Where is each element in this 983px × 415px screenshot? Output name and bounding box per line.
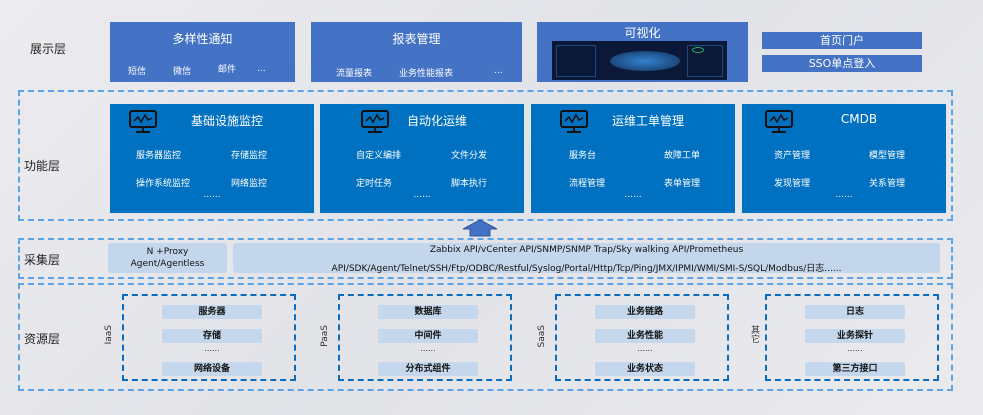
api-box: Zabbix API/vCenter API/SNMP/SNMP Trap/Sk… <box>233 243 940 274</box>
function-card: 基础设施监控 服务器监控 存储监控 操作系统监控 网络监控 ...... <box>110 104 314 213</box>
card-item: 操作系统监控 <box>136 179 191 189</box>
api-line: API/SDK/Agent/Telnet/SSH/Ftp/ODBC/Restfu… <box>331 264 842 274</box>
resource-layer <box>18 283 953 391</box>
card-title: 运维工单管理 <box>611 114 684 128</box>
card-item: 文件分发 <box>451 151 488 161</box>
resource-group: 日志 业务探针 ...... 第三方接口 <box>765 294 939 381</box>
sso-button[interactable]: SSO单点登入 <box>762 55 922 72</box>
notify-item: 微信 <box>173 67 192 77</box>
card-more: ...... <box>624 190 642 200</box>
resource-more: ...... <box>847 344 863 353</box>
card-item: 服务器监控 <box>136 151 182 161</box>
card-item: 模型管理 <box>869 151 906 161</box>
monitor-icon <box>129 110 157 133</box>
card-item: 网络监控 <box>231 179 268 189</box>
resource-type-label: PaaS <box>320 325 330 347</box>
monitor-icon <box>765 110 793 133</box>
notify-item: 邮件 <box>218 65 237 75</box>
resource-group: 业务链路 业务性能 ...... 业务状态 <box>555 294 729 381</box>
proxy-line: N +Proxy <box>146 247 189 257</box>
visual-box: 可视化 <box>537 22 748 82</box>
card-more: ...... <box>413 190 431 200</box>
monitor-icon <box>361 110 389 133</box>
card-item: 故障工单 <box>664 151 701 161</box>
report-box: 报表管理 流量报表 业务性能报表 ... <box>311 22 522 82</box>
card-title: 基础设施监控 <box>190 114 263 128</box>
layer-label-collect: 采集层 <box>24 253 61 267</box>
card-more: ...... <box>835 190 853 200</box>
arrow-up-icon <box>462 219 498 237</box>
resource-item: 业务探针 <box>805 329 905 343</box>
notify-item: ... <box>257 64 266 74</box>
resource-item: 存储 <box>162 329 262 343</box>
resource-item: 服务器 <box>162 305 262 319</box>
proxy-line: Agent/Agentless <box>130 259 205 269</box>
report-item: ... <box>494 66 503 76</box>
collect-layer <box>18 238 953 279</box>
resource-item: 第三方接口 <box>805 362 905 376</box>
card-item: 发现管理 <box>774 179 811 189</box>
dashboard-thumbnail <box>552 41 727 80</box>
portal-button[interactable]: 首页门户 <box>762 32 922 49</box>
proxy-box: N +Proxy Agent/Agentless <box>108 243 227 273</box>
monitor-icon <box>560 110 588 133</box>
resource-type-label: SaaS <box>537 325 547 348</box>
notify-item: 短信 <box>128 67 147 77</box>
report-title: 报表管理 <box>392 32 441 46</box>
card-item: 流程管理 <box>569 179 606 189</box>
report-item: 业务性能报表 <box>399 69 454 79</box>
notify-box: 多样性通知 短信 微信 邮件 ... <box>110 22 295 82</box>
resource-type-label: IaaS <box>104 325 114 345</box>
resource-group: 服务器 存储 ...... 网络设备 <box>122 294 296 381</box>
function-card: 自动化运维 自定义编排 文件分发 定时任务 脚本执行 ...... <box>320 104 524 213</box>
resource-item: 业务链路 <box>595 305 695 319</box>
report-item: 流量报表 <box>336 69 373 79</box>
resource-item: 业务性能 <box>595 329 695 343</box>
notify-title: 多样性通知 <box>172 32 233 46</box>
resource-more: ...... <box>420 344 436 353</box>
api-line: Zabbix API/vCenter API/SNMP/SNMP Trap/Sk… <box>429 245 744 255</box>
resource-item: 数据库 <box>378 305 478 319</box>
card-item: 存储监控 <box>231 151 268 161</box>
card-more: ...... <box>203 190 221 200</box>
card-item: 自定义编排 <box>356 151 402 161</box>
function-card: 运维工单管理 服务台 故障工单 流程管理 表单管理 ...... <box>531 104 735 213</box>
resource-item: 日志 <box>805 305 905 319</box>
layer-label-resource: 资源层 <box>24 332 61 346</box>
resource-item: 中间件 <box>378 329 478 343</box>
card-item: 资产管理 <box>774 151 811 161</box>
resource-item: 业务状态 <box>595 362 695 376</box>
card-item: 服务台 <box>569 151 597 161</box>
function-card: CMDB 资产管理 模型管理 发现管理 关系管理 ...... <box>742 104 946 213</box>
card-item: 关系管理 <box>869 179 906 189</box>
function-layer <box>18 90 953 221</box>
resource-item: 分布式组件 <box>378 362 478 376</box>
resource-more: ...... <box>204 344 220 353</box>
card-title: 自动化运维 <box>406 114 467 128</box>
resource-more: ...... <box>637 344 653 353</box>
card-item: 表单管理 <box>664 179 701 189</box>
resource-type-label: 其它 <box>749 325 759 343</box>
resource-group: 数据库 中间件 ...... 分布式组件 <box>338 294 512 381</box>
layer-label-function: 功能层 <box>24 159 61 173</box>
visual-title: 可视化 <box>624 26 661 40</box>
layer-label-display: 展示层 <box>30 42 67 56</box>
resource-item: 网络设备 <box>162 362 262 376</box>
card-item: 脚本执行 <box>451 179 488 189</box>
card-title: CMDB <box>840 112 878 126</box>
card-item: 定时任务 <box>356 179 393 189</box>
